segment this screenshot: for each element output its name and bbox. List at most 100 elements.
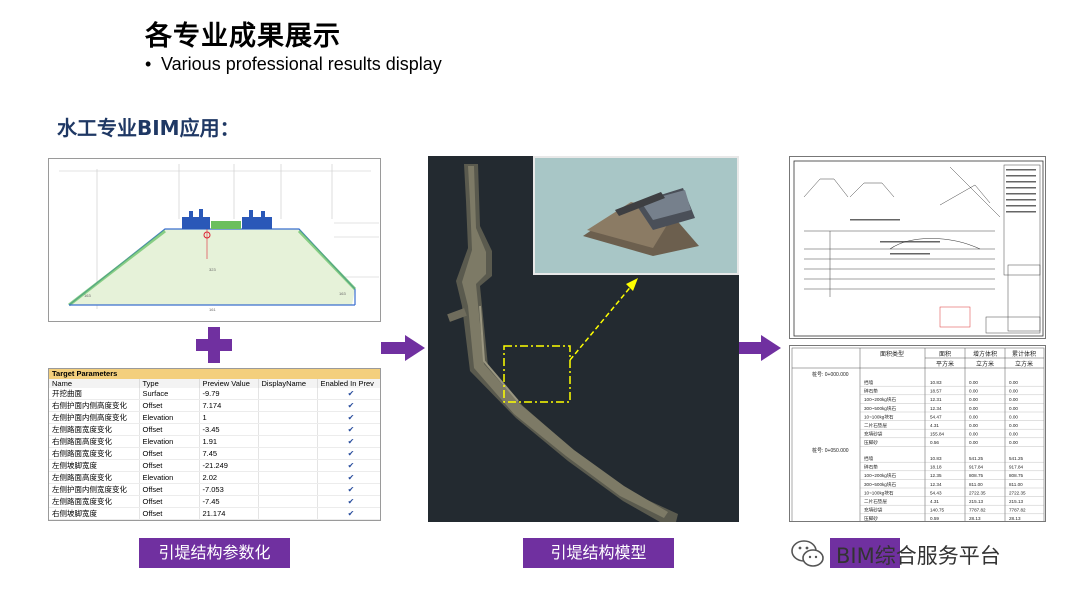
- table-cell: -3.45: [199, 423, 259, 436]
- qty-cell: 0.00: [1009, 414, 1018, 419]
- qty-cell: 4.31: [930, 499, 939, 504]
- table-cell: 7.174: [199, 399, 259, 412]
- qty-header: 面积: [939, 350, 951, 358]
- qty-cell: 300~500kg块石: [864, 405, 896, 412]
- table-cell: Offset: [139, 507, 200, 520]
- qty-cell: 0.59: [930, 516, 939, 521]
- table-cell: Surface: [139, 388, 200, 400]
- qty-header: 增方体积: [973, 350, 997, 358]
- table-cell: 右侧坡脚宽度: [49, 507, 140, 520]
- qty-cell: 0.00: [1009, 423, 1018, 428]
- table-cell: Offset: [139, 447, 200, 460]
- qty-cell: 0.56: [930, 440, 939, 445]
- enabled-checkbox[interactable]: ✔: [317, 495, 380, 508]
- qty-cell: 10~100kg块石: [864, 489, 894, 496]
- qty-header: 面积类型: [880, 350, 904, 358]
- qty-cell: 811.00: [969, 482, 983, 487]
- qty-cell: 215.13: [1009, 499, 1023, 504]
- table-cell: 左侧坡脚宽度: [49, 459, 140, 472]
- enabled-checkbox[interactable]: ✔: [317, 388, 380, 400]
- column-header: Name: [49, 379, 140, 388]
- caption-third-panel: [830, 538, 900, 568]
- table-cell: Elevation: [139, 471, 200, 484]
- qty-cell: 0.00: [969, 397, 978, 402]
- qty-cell: 0.00: [1009, 432, 1018, 437]
- qty-unit: 立方米: [976, 360, 994, 368]
- table-cell: 1.91: [199, 435, 259, 448]
- page-title: 各专业成果展示: [145, 21, 341, 52]
- qty-cell: 二片石垫层: [864, 422, 887, 429]
- table-cell: Elevation: [139, 411, 200, 424]
- arrow-right-icon: [381, 335, 425, 361]
- qty-cell: 12.35: [930, 473, 942, 478]
- enabled-checkbox[interactable]: ✔: [317, 435, 380, 448]
- qty-cell: 12.31: [930, 397, 942, 402]
- enabled-checkbox[interactable]: ✔: [317, 507, 380, 520]
- enabled-checkbox[interactable]: ✔: [317, 459, 380, 472]
- qty-cell: 300~500kg块石: [864, 481, 896, 488]
- table-cell: [258, 483, 318, 496]
- qty-cell: 100~200kg块石: [864, 396, 896, 403]
- subtitle-text: Various professional results display: [161, 54, 442, 74]
- qty-cell: 充填砂袋: [864, 507, 883, 514]
- construction-drawing-sheet: [789, 156, 1046, 339]
- qty-cell: 0.00: [969, 406, 978, 411]
- drawing-sheet-graphic: [793, 160, 1044, 337]
- qty-cell: 7787.82: [1009, 508, 1026, 513]
- qty-cell: 100~200kg块石: [864, 472, 896, 479]
- table-cell: [258, 388, 318, 400]
- table-cell: [258, 519, 318, 520]
- table-cell: 左侧护面内侧宽度变化: [49, 483, 140, 496]
- qty-cell: 18.57: [930, 389, 942, 394]
- qty-cell: 0.00: [1009, 406, 1018, 411]
- qty-cell: 4.31: [930, 423, 939, 428]
- enabled-checkbox[interactable]: ✔: [317, 483, 380, 496]
- model-detail-inset: [533, 156, 739, 275]
- table-cell: 7.45: [199, 447, 259, 460]
- qty-cell: 挡墙: [864, 379, 874, 386]
- qty-cell: 140.75: [930, 508, 944, 513]
- table-cell: 右侧路面高度变化: [49, 435, 140, 448]
- table-caption: Target Parameters: [49, 369, 380, 379]
- qty-cell: 压脚砂: [864, 515, 878, 522]
- table-header-row: Name Type Preview Value DisplayName Enab…: [49, 379, 380, 388]
- wechat-icon: [791, 540, 824, 567]
- qty-cell: 0.00: [969, 414, 978, 419]
- table-cell: Elevation: [139, 519, 200, 520]
- enabled-checkbox[interactable]: ✔: [317, 519, 380, 520]
- qty-cell: 28.13: [969, 516, 981, 521]
- table-cell: -21.249: [199, 459, 259, 472]
- qty-cell: 10.83: [930, 380, 942, 385]
- enabled-checkbox[interactable]: ✔: [317, 399, 380, 412]
- table-cell: 左侧路面高度变化: [49, 471, 140, 484]
- qty-cell: 0.00: [1009, 397, 1018, 402]
- qty-cell: 0.00: [1009, 440, 1018, 445]
- page-subtitle: • Various professional results display: [145, 54, 442, 75]
- enabled-checkbox[interactable]: ✔: [317, 411, 380, 424]
- bullet: •: [145, 54, 152, 74]
- inset-render: [583, 188, 699, 256]
- enabled-checkbox[interactable]: ✔: [317, 423, 380, 436]
- qty-cell: 10.83: [930, 456, 942, 461]
- table-cell: [258, 459, 318, 472]
- enabled-checkbox[interactable]: ✔: [317, 471, 380, 484]
- qty-cell: 155.84: [930, 432, 944, 437]
- enabled-checkbox[interactable]: ✔: [317, 447, 380, 460]
- table-cell: 21.174: [199, 507, 259, 520]
- qty-unit: 平方米: [936, 360, 954, 368]
- plus-icon: [196, 327, 232, 363]
- table-row: 右侧坡脚高程Elevation-5✔: [49, 519, 380, 520]
- detail-highlight-box: [503, 345, 571, 403]
- table-cell: [258, 399, 318, 412]
- table-cell: -7.053: [199, 483, 259, 496]
- column-header: Preview Value: [199, 379, 259, 388]
- table-cell: -7.45: [199, 495, 259, 508]
- qty-cell: 压脚砂: [864, 439, 878, 446]
